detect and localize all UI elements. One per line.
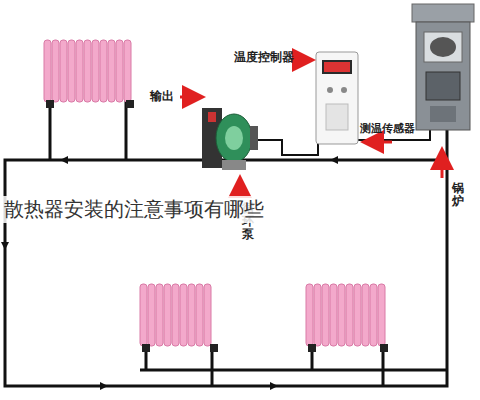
callout-label: 输出 [150,89,174,103]
radiator-fin [116,40,123,102]
radiator-fin [124,40,131,102]
pipe-loop [5,100,447,386]
radiator-fin [60,40,67,102]
valve [142,344,150,352]
radiator-fin [52,40,59,102]
radiator-fin [362,284,369,346]
boiler [412,4,474,130]
pointer-arrows [180,60,442,198]
radiator-fin [172,284,179,346]
radiator-fin [196,284,203,346]
radiator-fin [108,40,115,102]
radiator-fin [156,284,163,346]
radiator-fin [338,284,345,346]
valve [46,100,54,108]
radiator-fin [378,284,385,346]
radiator-fin [140,284,147,346]
callout-label: 测温传感器 [360,122,415,135]
radiator-fin [306,284,313,346]
radiator-fin [314,284,321,346]
radiator-fin [76,40,83,102]
caption: 散热器安装的注意事项有哪些 [2,196,266,223]
radiator-fin [204,284,211,346]
radiator-fin [100,40,107,102]
callout-label: 温度控制器 [234,50,294,64]
radiator-fin [188,284,195,346]
temperature-controller [316,52,358,144]
valve [126,100,134,108]
radiator-fin [354,284,361,346]
radiator-fin [84,40,91,102]
callout-label: 锅炉 [452,182,464,208]
radiator-fin [180,284,187,346]
radiator-fin [322,284,329,346]
flow-direction-marks [1,156,338,390]
radiator-fin [44,40,51,102]
radiator-fin [330,284,337,346]
radiator-fin [164,284,171,346]
valve [308,344,316,352]
radiator-fin [92,40,99,102]
circulation-pump [202,108,258,170]
radiator-fin [370,284,377,346]
radiator-fin [346,284,353,346]
radiator-fin [68,40,75,102]
valve [380,344,388,352]
valve [210,344,218,352]
radiator-fin [148,284,155,346]
